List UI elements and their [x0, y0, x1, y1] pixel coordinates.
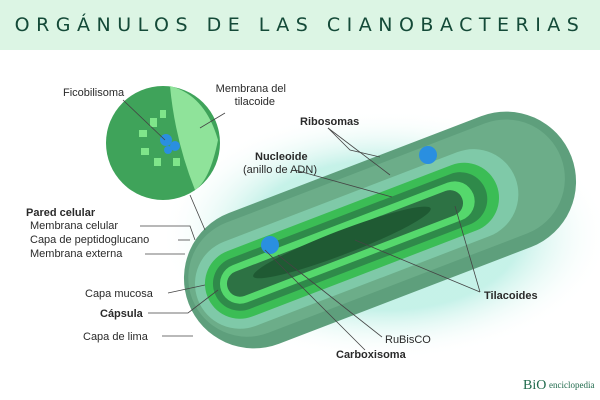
label-capa-mucosa: Capa mucosa [85, 288, 154, 300]
label-ribosomas: Ribosomas [300, 116, 359, 128]
label-nucleoide: Nucleoide [255, 151, 308, 163]
carboxysome [261, 236, 279, 254]
label-rubisco: RuBisCO [385, 334, 431, 346]
nucleoid [253, 206, 431, 279]
cell-body [183, 111, 577, 349]
label-pared-celular: Pared celular [26, 207, 96, 219]
label-tilacoides: Tilacoides [484, 290, 538, 302]
label-membrana-celular: Membrana celular [30, 220, 118, 232]
bioenciclopedia-logo: BiO enciclopedia [523, 378, 594, 393]
label-peptidoglucano: Capa de peptidoglucano [30, 234, 149, 246]
label-membrana-tilacoide-2: tilacoide [235, 96, 275, 108]
logo-mark: BiO [523, 378, 546, 393]
page-title: ORGÁNULOS DE LAS CIANOBACTERIAS [14, 14, 586, 36]
label-membrana-tilacoide-1: Membrana del [216, 83, 286, 95]
label-membrana-externa: Membrana externa [30, 248, 123, 260]
label-capsula: Cápsula [100, 308, 144, 320]
thylakoid-zoom-circle [106, 86, 220, 200]
phycobilisome [160, 134, 172, 146]
label-anillo-adn: (anillo de ADN) [243, 164, 317, 176]
label-ficobilisoma: Ficobilisoma [63, 87, 125, 99]
carboxysome-2 [419, 146, 437, 164]
logo-text: enciclopedia [549, 380, 594, 390]
title-banner: ORGÁNULOS DE LAS CIANOBACTERIAS [0, 0, 600, 50]
label-carboxisoma: Carboxisoma [336, 349, 407, 361]
label-capa-lima: Capa de lima [83, 331, 149, 343]
